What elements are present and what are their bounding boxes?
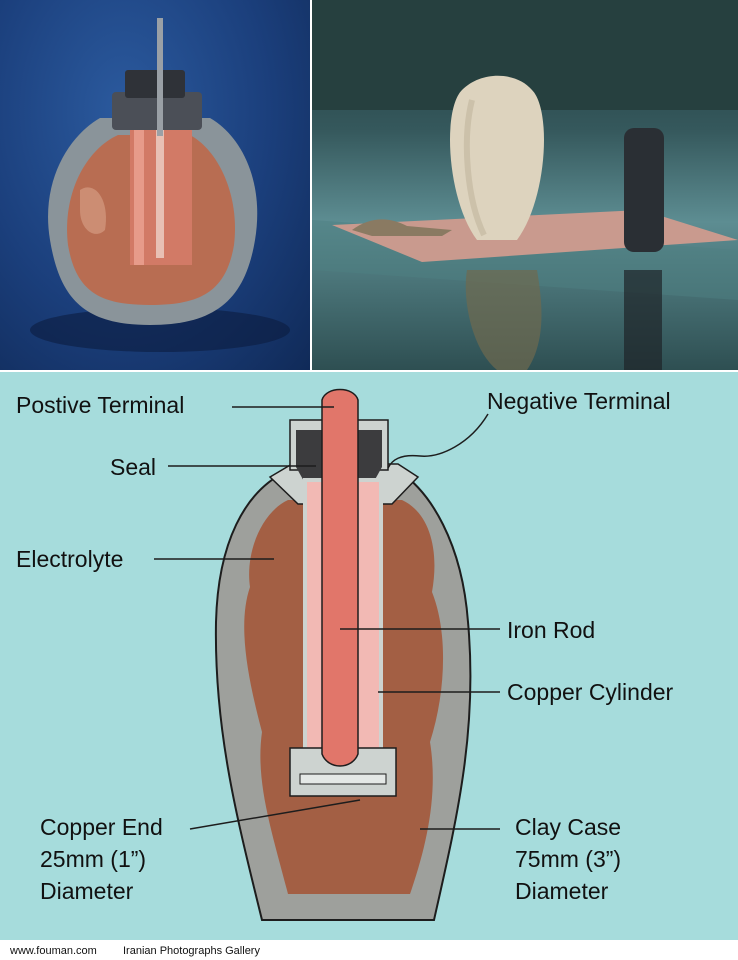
cutaway-model-photo <box>0 0 310 370</box>
label-electrolyte: Electrolyte <box>16 546 124 572</box>
battery-cross-section <box>154 388 500 921</box>
copper-end-size: 25mm (1”) <box>40 846 147 872</box>
iron-rod <box>321 388 359 767</box>
artifact-scene-illustration <box>312 0 738 370</box>
clay-case-size: 75mm (3”) <box>515 846 622 872</box>
copper-end-title: Copper End <box>40 814 163 840</box>
label-copper-end: Copper End 25mm (1”) Diameter <box>40 811 163 907</box>
battery-diagram-panel: Postive Terminal Negative Terminal Seal … <box>0 372 738 940</box>
museum-artifact-photo <box>312 0 738 370</box>
cutaway-model-illustration <box>30 18 290 352</box>
label-seal: Seal <box>110 454 157 480</box>
label-clay-case: Clay Case 75mm (3”) Diameter <box>515 811 621 907</box>
clay-case-title: Clay Case <box>515 814 622 840</box>
footer-credits: www.fouman.com Iranian Photographs Galle… <box>0 940 738 960</box>
footer-site: www.fouman.com <box>10 945 97 957</box>
footer-gallery: Iranian Photographs Gallery <box>123 945 260 957</box>
label-negative-terminal: Negative Terminal <box>487 388 671 414</box>
label-positive-terminal: Postive Terminal <box>16 392 185 418</box>
label-iron-rod: Iron Rod <box>507 617 596 643</box>
copper-end-diameter: Diameter <box>40 878 134 904</box>
clay-case-diameter: Diameter <box>515 878 609 904</box>
label-copper-cylinder: Copper Cylinder <box>507 679 674 705</box>
